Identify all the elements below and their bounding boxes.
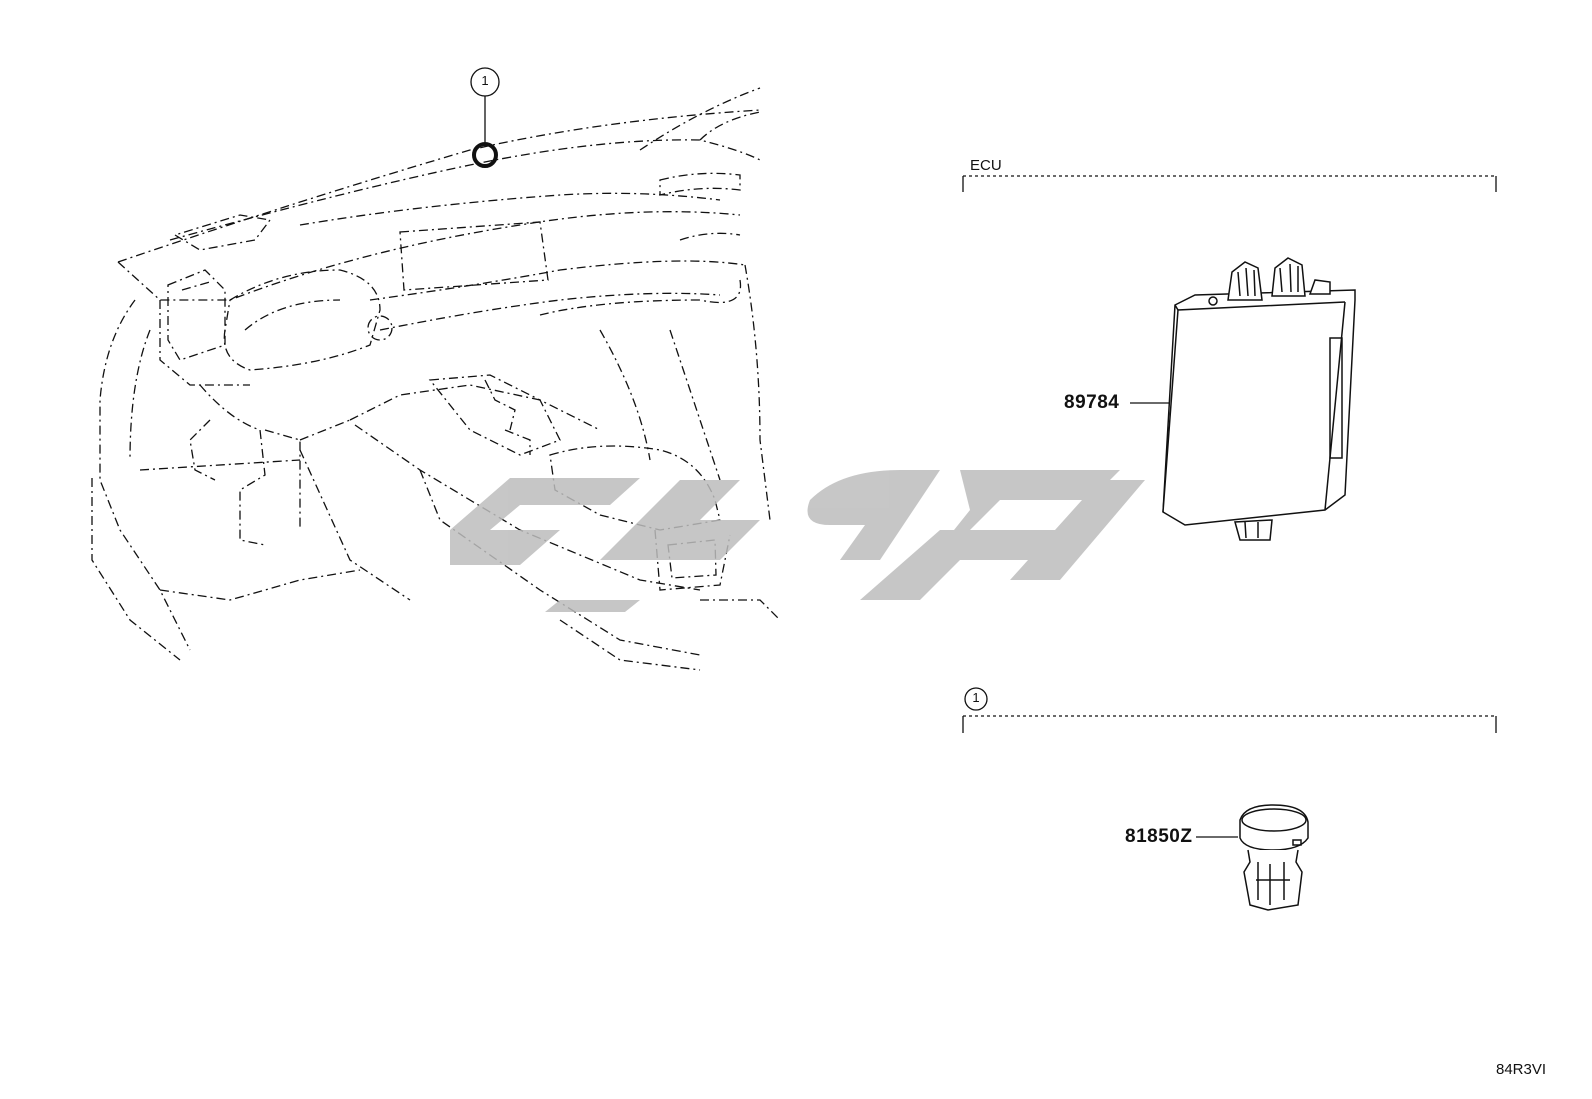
callout-section-bracket [962, 687, 1497, 733]
section-callout-number: 1 [972, 690, 980, 705]
diagram-reference-code: 84R3VI [1496, 1061, 1547, 1078]
diagram-callout-number: 1 [481, 73, 489, 88]
ecu-section-title: ECU [970, 157, 1002, 174]
sensor-part-number: 81850Z [1125, 826, 1193, 847]
dashboard-illustration [91, 87, 781, 671]
callout-1-marker [470, 67, 500, 168]
ecu-section-bracket [962, 175, 1497, 192]
ecu-module-drawing [1162, 257, 1356, 541]
ecu-part-number: 89784 [1064, 392, 1120, 413]
site-logo-watermark [450, 470, 1145, 612]
sensor-drawing [1239, 804, 1309, 911]
